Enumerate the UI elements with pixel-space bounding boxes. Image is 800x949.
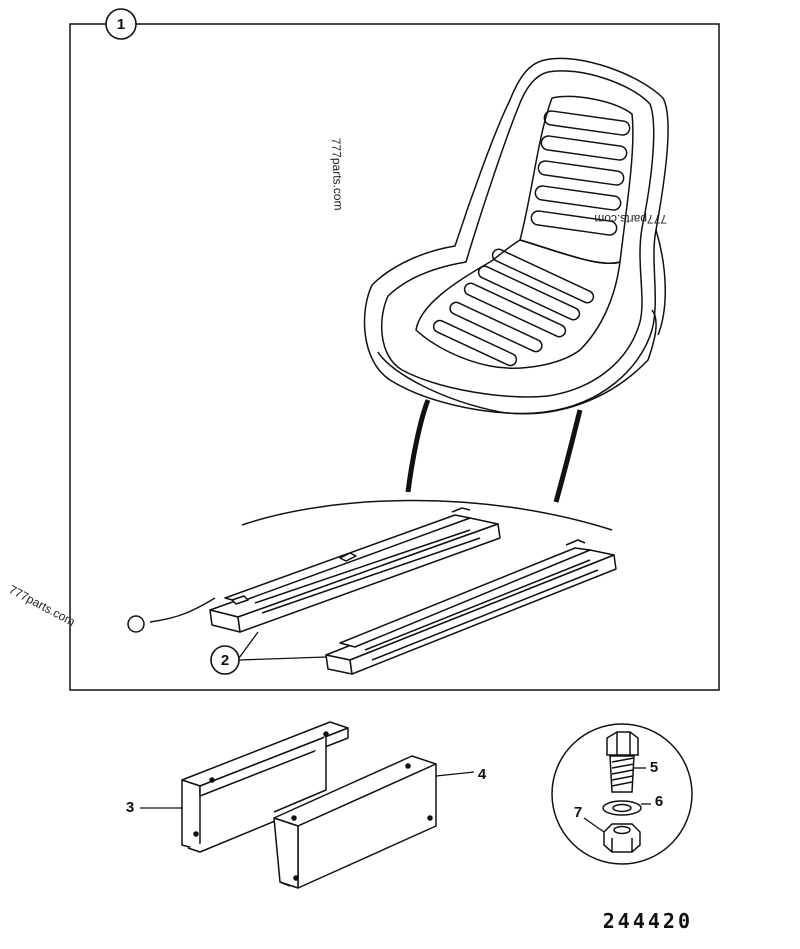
svg-text:5: 5 bbox=[650, 759, 658, 776]
drawing-number: 244420 bbox=[603, 909, 693, 933]
assembly-frame bbox=[69, 23, 720, 691]
floor-arc bbox=[241, 499, 613, 531]
callout-7: 7 bbox=[574, 804, 605, 833]
callout-4: 4 bbox=[435, 766, 487, 783]
svg-text:4: 4 bbox=[478, 766, 487, 783]
washer bbox=[602, 800, 642, 816]
callout-1: 1 bbox=[105, 8, 137, 40]
mounting-lines bbox=[405, 399, 583, 503]
watermark-2: 777parts.com bbox=[594, 212, 667, 226]
callout-5: 5 bbox=[634, 759, 658, 776]
svg-text:3: 3 bbox=[126, 799, 134, 816]
watermark-3: 777parts.com bbox=[7, 582, 78, 628]
svg-text:6: 6 bbox=[655, 793, 663, 810]
slide-rail-left bbox=[127, 507, 501, 633]
slide-rail-right bbox=[325, 539, 617, 675]
bolt bbox=[606, 731, 639, 756]
watermark-1: 777parts.com bbox=[329, 138, 346, 211]
svg-text:1: 1 bbox=[117, 16, 125, 33]
callout-2: 2 bbox=[210, 631, 327, 675]
hardware-detail bbox=[551, 723, 693, 865]
bracket-4 bbox=[273, 755, 437, 889]
seat-illustration bbox=[363, 57, 669, 415]
callout-3: 3 bbox=[126, 799, 182, 816]
nut bbox=[603, 823, 641, 853]
svg-text:2: 2 bbox=[221, 652, 229, 669]
callout-6: 6 bbox=[641, 793, 663, 810]
svg-text:7: 7 bbox=[574, 804, 582, 821]
bracket-3 bbox=[181, 721, 349, 853]
